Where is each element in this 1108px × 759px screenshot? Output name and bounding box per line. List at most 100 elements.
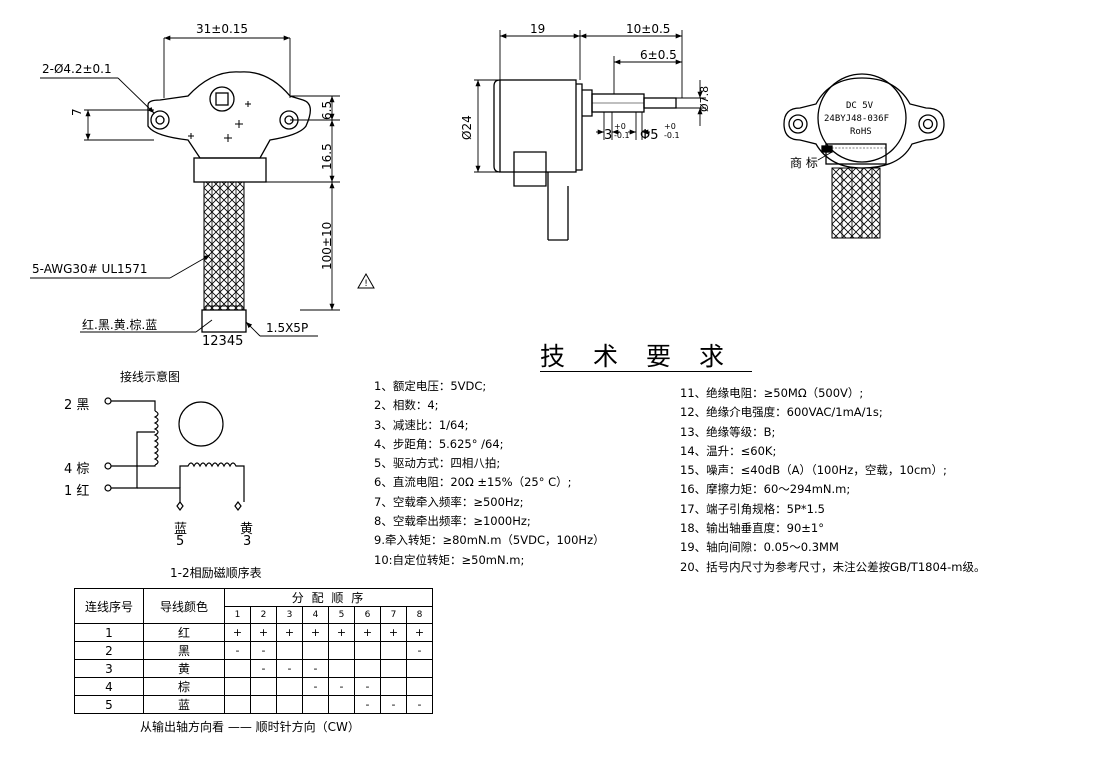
step-cell: - [354, 677, 381, 696]
step-cell: - [354, 695, 381, 714]
spec-item: 17、端子引角规格：5P*1.5 [680, 501, 825, 516]
spec-item: 9.牵入转矩：≥80mN.m（5VDC，100Hz） [374, 533, 605, 548]
dim-19: 19 [530, 22, 546, 36]
spec-item: 8、空载牵出频率：≥1000Hz; [374, 514, 531, 529]
step-cell [328, 641, 355, 660]
pin-numbers: 12345 [202, 334, 244, 349]
brand-mark-label: 商 标 [790, 156, 818, 170]
step-header: 3 [276, 606, 303, 624]
section-title: 技术要求 [540, 342, 753, 372]
step-cell: - [406, 641, 433, 660]
dim-6-5: 6.5 [320, 100, 334, 120]
dim-diameter-7-8: Ø7.8 [698, 85, 711, 112]
table-caption: 1-2相励磁顺序表 [170, 566, 262, 580]
dim-diameter-24: Ø24 [460, 115, 474, 140]
wire-number: 1 [74, 623, 144, 642]
specs-left: 1、额定电压：5VDC; 2、相数：4; 3、减速比：1/64; 4、步距角：5… [374, 377, 605, 570]
col-sequence: 分 配 顺 序 [224, 588, 433, 607]
spec-item: 16、摩擦力矩：60～294mN.m; [680, 482, 851, 497]
front-dims [30, 35, 340, 337]
spec-item: 5、驱动方式：四相八拍; [374, 456, 501, 471]
wire-color: 黄 [143, 659, 225, 678]
spec-item: 6、直流电阻：20Ω ±15%（25° C）; [374, 475, 572, 490]
step-cell [224, 659, 251, 678]
step-cell [250, 695, 277, 714]
step-cell: + [328, 623, 355, 642]
spec-item: 7、空载牵入频率：≥500Hz; [374, 494, 524, 509]
step-cell: + [276, 623, 303, 642]
spec-item: 13、绝缘等级：B; [680, 424, 776, 439]
spec-item: 4、步距角：5.625° /64; [374, 436, 504, 451]
step-cell: - [302, 659, 329, 678]
wiring-title: 接线示意图 [120, 370, 181, 384]
step-cell: + [380, 623, 407, 642]
spec-item: 20、括号内尺寸为参考尺寸，未注公差按GB/T1804-m级。 [680, 559, 986, 574]
side-dims [474, 30, 706, 173]
step-cell: + [354, 623, 381, 642]
spec-item: 15、噪声：≤40dB（A）（100Hz，空载，10cm）; [680, 463, 947, 478]
dim-lead-length: 100±10 [320, 221, 334, 270]
dim-5: Φ5 [640, 128, 659, 143]
dim-3-tol-up: +0 [614, 122, 626, 131]
step-cell [354, 659, 381, 678]
step-cell: - [250, 659, 277, 678]
wire-blue-number: 5 [176, 534, 185, 549]
specs-right: 11、绝缘电阻：≥50MΩ（500V）; 12、绝缘介电强度：600VAC/1m… [680, 384, 985, 577]
step-header: 7 [380, 606, 407, 624]
step-header: 8 [406, 606, 433, 624]
wire-color: 黑 [143, 641, 225, 660]
step-cell: + [224, 623, 251, 642]
wire-color: 棕 [143, 677, 225, 696]
spec-item: 19、轴向间隙：0.05～0.3MM [680, 540, 839, 555]
spec-item: 18、输出轴垂直度：90±1° [680, 521, 824, 536]
dim-6: 6±0.5 [640, 48, 677, 62]
dim-16-5: 16.5 [320, 143, 334, 170]
step-cell: - [276, 659, 303, 678]
step-cell [354, 641, 381, 660]
step-cell [276, 695, 303, 714]
wire-black-label: 2 黑 [64, 398, 90, 413]
col-wire-number: 连线序号 [74, 588, 144, 624]
spec-item: 11、绝缘电阻：≥50MΩ（500V）; [680, 386, 864, 400]
step-cell: + [250, 623, 277, 642]
wire-brown-label: 4 棕 [64, 462, 90, 477]
step-cell [328, 695, 355, 714]
step-cell: + [406, 623, 433, 642]
step-header: 5 [328, 606, 355, 624]
wire-blue-label: 蓝 [174, 522, 188, 537]
step-header: 6 [354, 606, 381, 624]
step-cell: + [302, 623, 329, 642]
spec-item: 10:自定位转矩：≥50mN.m; [374, 552, 525, 567]
step-cell: - [406, 695, 433, 714]
step-cell [302, 641, 329, 660]
spec-item: 2、相数：4; [374, 398, 439, 413]
spec-item: 3、减速比：1/64; [374, 417, 469, 432]
step-cell [302, 695, 329, 714]
dim-5-tol-up: +0 [664, 122, 676, 131]
step-cell: - [302, 677, 329, 696]
rotation-note: 从输出轴方向看 —— 顺时针方向（CW） [140, 720, 360, 734]
col-wire-color: 导线颜色 [143, 588, 225, 624]
step-cell [406, 677, 433, 696]
wire-number: 2 [74, 641, 144, 660]
dim-5-tol-down: -0.1 [664, 131, 680, 140]
step-cell [380, 659, 407, 678]
dim-3-tol-down: -0.1 [614, 131, 630, 140]
step-header: 1 [224, 606, 251, 624]
label-view [783, 73, 945, 239]
wire-number: 5 [74, 695, 144, 714]
svg-text:!: ! [364, 279, 368, 289]
step-cell: - [380, 695, 407, 714]
spec-item: 1、额定电压：5VDC; [374, 379, 487, 393]
wire-number: 4 [74, 677, 144, 696]
wire-spec: 5-AWG30# UL1571 [32, 262, 148, 276]
wire-red-label: 1 红 [64, 484, 90, 499]
label-model: 24BYJ48-036F [824, 114, 890, 124]
step-cell [328, 659, 355, 678]
